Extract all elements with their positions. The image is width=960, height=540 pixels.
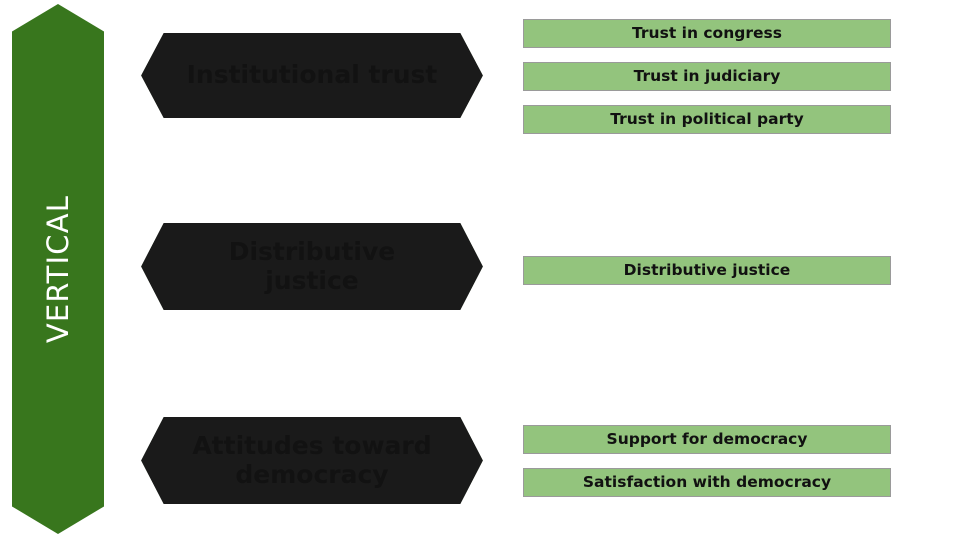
indicator-bar-support-for-democracy[interactable]: Support for democracy — [523, 425, 891, 454]
indicator-bar-trust-in-judiciary[interactable]: Trust in judiciary — [523, 62, 891, 91]
indicator-label: Satisfaction with democracy — [582, 472, 832, 491]
double-headed-vertical-arrow-icon — [12, 4, 104, 534]
indicator-label: Trust in political party — [610, 109, 804, 128]
group-hexagon-institutional-trust[interactable]: Institutional trust — [141, 33, 483, 118]
group-title-institutional-trust: Institutional trust — [186, 60, 438, 90]
group-title-distributive-justice: Distributive justice — [228, 236, 396, 295]
group-title-attitudes-toward-democracy: Attitudes toward democracy — [192, 430, 432, 489]
group-hexagon-attitudes-toward-democracy[interactable]: Attitudes toward democracy — [141, 417, 483, 504]
group-hexagon-distributive-justice[interactable]: Distributive justice — [141, 223, 483, 310]
indicator-bar-trust-in-congress[interactable]: Trust in congress — [523, 19, 891, 48]
indicator-bar-satisfaction-with-democracy[interactable]: Satisfaction with democracy — [523, 468, 891, 497]
indicator-bar-distributive-justice[interactable]: Distributive justice — [523, 256, 891, 285]
vertical-axis-arrow: VERTICAL — [12, 4, 104, 534]
indicator-label: Support for democracy — [606, 429, 808, 448]
indicator-label: Distributive justice — [623, 260, 791, 279]
indicator-label: Trust in congress — [632, 23, 782, 42]
indicator-bar-trust-in-political-party[interactable]: Trust in political party — [523, 105, 891, 134]
indicator-label: Trust in judiciary — [633, 66, 781, 85]
